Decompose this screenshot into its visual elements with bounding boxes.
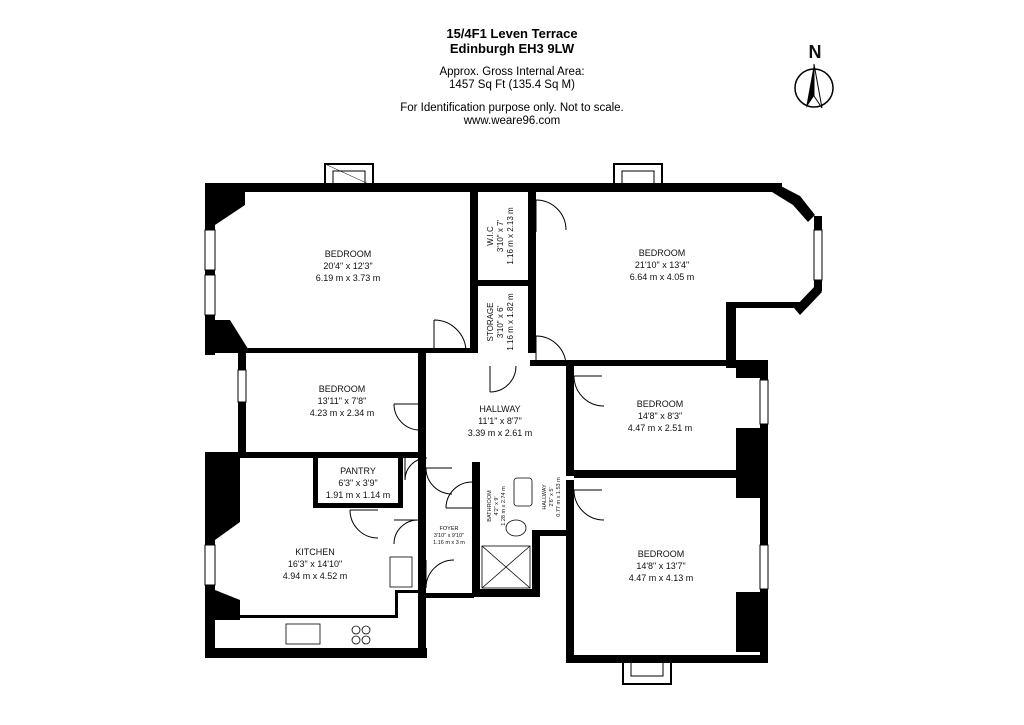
room-metric: 4.47 m x 2.51 m bbox=[628, 423, 693, 433]
room-metric: 6.19 m x 3.73 m bbox=[316, 273, 381, 283]
room-foyer: FOYER 3'10" x 9'10" 1.16 m x 3 m bbox=[433, 526, 465, 546]
chimney-top-left bbox=[324, 163, 374, 187]
room-imperial: 16'3" x 14'10" bbox=[288, 559, 342, 569]
room-imperial: 13'11" x 7'8" bbox=[318, 396, 367, 406]
area-label: Approx. Gross Internal Area: bbox=[439, 66, 585, 78]
room-imperial: 14'8" x 8'3" bbox=[638, 411, 682, 421]
chimney-top-right bbox=[613, 163, 663, 187]
room-name: BATHROOM bbox=[487, 490, 493, 522]
room-metric: 3.39 m x 2.61 m bbox=[468, 428, 533, 438]
address-line-2: Edinburgh EH3 9LW bbox=[449, 41, 575, 56]
room-name: BEDROOM bbox=[639, 248, 686, 258]
room-name: BEDROOM bbox=[325, 249, 372, 259]
fixtures bbox=[285, 477, 533, 645]
plan-header: 15/4F1 Leven Terrace Edinburgh EH3 9LW A… bbox=[312, 26, 712, 128]
room-imperial: 14'8" x 13'7" bbox=[636, 561, 685, 571]
room-imperial: 20'4" x 12'3" bbox=[323, 261, 372, 271]
room-bedroom-2: BEDROOM 21'10" x 13'4" 6.64 m x 4.05 m bbox=[630, 248, 695, 282]
room-metric: 1.91 m x 1.14 m bbox=[326, 490, 391, 500]
website-link[interactable]: www.weare96.com bbox=[463, 115, 561, 127]
room-bedroom-3: BEDROOM 13'11" x 7'8" 4.23 m x 2.34 m bbox=[310, 384, 375, 418]
room-metric: 6.64 m x 4.05 m bbox=[630, 272, 695, 282]
walls bbox=[205, 183, 822, 663]
room-imperial: 11'1" x 8'7" bbox=[478, 416, 522, 426]
room-imperial: 6'3" x 3'9" bbox=[338, 478, 377, 488]
windows bbox=[204, 229, 823, 590]
room-imperial: 3'10" x 6' bbox=[496, 305, 505, 338]
room-metric: 0.77 m x 1.53 m bbox=[556, 477, 562, 517]
room-name: BEDROOM bbox=[319, 384, 366, 394]
room-wic: W.I.C 3'10" x 7' 1.16 m x 2.13 m bbox=[486, 207, 515, 265]
room-metric: 1.28 m x 2.74 m bbox=[501, 486, 507, 526]
room-metric: 1.16 m x 1.82 m bbox=[506, 293, 515, 351]
disclaimer: For Identification purpose only. Not to … bbox=[400, 102, 624, 114]
address-line-1: 15/4F1 Leven Terrace bbox=[446, 26, 578, 41]
room-storage: STORAGE 3'10" x 6' 1.16 m x 1.82 m bbox=[486, 293, 515, 351]
room-imperial: 3'10" x 7' bbox=[496, 219, 505, 252]
room-pantry: PANTRY 6'3" x 3'9" 1.91 m x 1.14 m bbox=[326, 466, 391, 500]
room-name: KITCHEN bbox=[295, 547, 335, 557]
room-bedroom-4: BEDROOM 14'8" x 8'3" 4.47 m x 2.51 m bbox=[628, 399, 693, 433]
room-metric: 1.16 m x 2.13 m bbox=[506, 207, 515, 265]
room-imperial: 4'2" x 9' bbox=[494, 496, 500, 515]
room-metric: 4.23 m x 2.34 m bbox=[310, 408, 375, 418]
room-imperial: 21'10" x 13'4" bbox=[635, 260, 689, 270]
room-metric: 4.94 m x 4.52 m bbox=[283, 571, 348, 581]
room-name: BEDROOM bbox=[637, 399, 684, 409]
room-kitchen: KITCHEN 16'3" x 14'10" 4.94 m x 4.52 m bbox=[283, 547, 348, 581]
north-arrow-icon: N bbox=[794, 42, 834, 109]
room-name: HALLWAY bbox=[542, 484, 548, 510]
room-name: BEDROOM bbox=[638, 549, 685, 559]
room-imperial: 3'10" x 9'10" bbox=[434, 533, 464, 539]
room-bedroom-5: BEDROOM 14'8" x 13'7" 4.47 m x 4.13 m bbox=[629, 549, 694, 583]
room-bedroom-1: BEDROOM 20'4" x 12'3" 6.19 m x 3.73 m bbox=[316, 249, 381, 283]
compass-letter: N bbox=[809, 42, 822, 62]
chimney-bottom bbox=[622, 659, 672, 685]
room-metric: 4.47 m x 4.13 m bbox=[629, 573, 694, 583]
room-name: HALLWAY bbox=[479, 404, 520, 414]
room-hallway: HALLWAY 11'1" x 8'7" 3.39 m x 2.61 m bbox=[468, 404, 533, 438]
room-metric: 1.16 m x 3 m bbox=[433, 540, 465, 546]
room-imperial: 2'6" x 5' bbox=[549, 487, 555, 506]
room-name: FOYER bbox=[440, 526, 459, 532]
area-value: 1457 Sq Ft (135.4 Sq M) bbox=[449, 79, 575, 91]
room-name: STORAGE bbox=[486, 303, 495, 342]
doors bbox=[349, 199, 605, 589]
room-name: PANTRY bbox=[340, 466, 376, 476]
room-name: W.I.C bbox=[486, 226, 495, 246]
room-bathroom: BATHROOM 4'2" x 9' 1.28 m x 2.74 m bbox=[487, 486, 507, 526]
room-hallway-small: HALLWAY 2'6" x 5' 0.77 m x 1.53 m bbox=[542, 477, 562, 517]
